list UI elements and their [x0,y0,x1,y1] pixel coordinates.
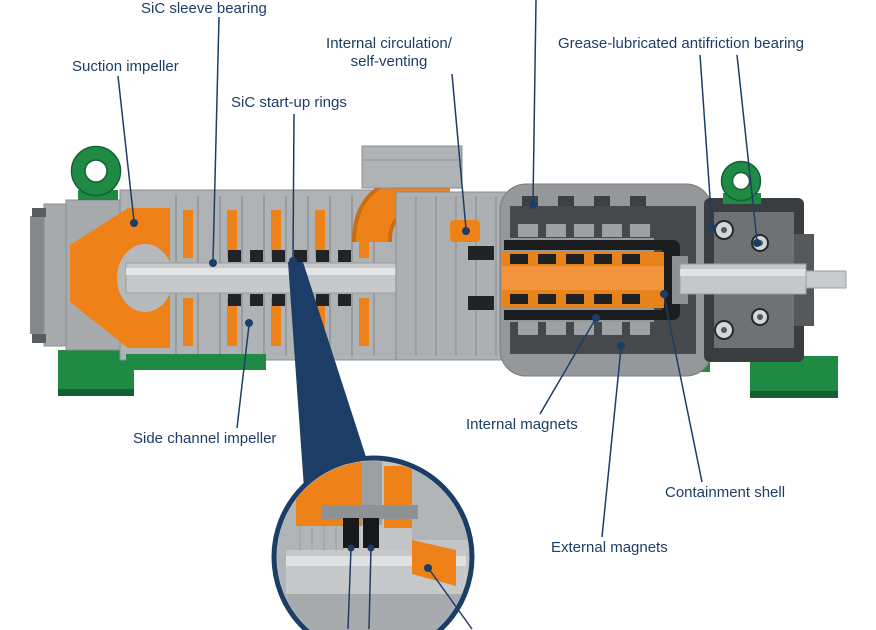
dot-internal-magnets [592,314,600,322]
internal-magnets-region [502,252,664,308]
dot-containment-shell [660,290,668,298]
leader-internal-circulation [451,73,467,230]
dot-inset-ring-2 [367,544,375,552]
label-internal-circulation: Internal circulation/ self-venting [303,35,475,71]
leader-grease-bearing-1 [699,54,713,227]
dot-suction-impeller [130,219,138,227]
leader-inset-3 [428,568,473,630]
lifting-eye-right [720,160,762,204]
leader-inset-1 [347,547,352,630]
leader-sic-startup-rings [292,113,295,260]
intermediate-casing [395,191,509,361]
coupling-housing [499,183,713,377]
base-rib-left [126,354,266,370]
dot-grease-bearing-1 [708,224,716,232]
label-internal-circulation-line1: Internal circulation/ [326,35,452,52]
label-grease-bearing: Grease-lubricated antifriction bearing [558,35,804,52]
label-internal-circulation-line2: self-venting [350,53,428,70]
lifting-eye-left [70,145,122,200]
dot-internal-circulation [462,227,470,235]
leader-external-magnets [601,347,622,538]
label-containment-shell: Containment shell [665,484,786,501]
leader-suction-impeller [117,75,135,222]
dot-grease-bearing-2 [753,239,761,247]
leader-sic-sleeve-bearing [212,16,220,262]
leader-dots [130,201,761,572]
leader-side-channel-impeller [236,324,250,429]
leader-lines [117,0,758,630]
dot-side-channel-impeller [245,319,253,327]
leader-cropped-top [532,0,537,204]
label-side-channel-impeller: Side channel impeller [133,430,277,447]
dot-inset-ring-1 [347,544,355,552]
zoom-wedge [288,262,367,488]
leader-internal-magnets [539,317,597,415]
startup-rings-region [228,250,351,306]
label-sic-sleeve-bearing: SiC sleeve bearing [141,0,267,17]
label-suction-impeller: Suction impeller [72,58,179,75]
dot-cropped-top [529,201,537,209]
dot-sic-sleeve-bearing [209,259,217,267]
drive-shaft [672,256,847,304]
discharge-flange [361,145,463,189]
base-foot-right [750,356,838,398]
label-internal-magnets: Internal magnets [466,416,578,433]
dot-sic-startup-rings [289,257,297,265]
leader-grease-bearing-2 [736,54,758,242]
label-sic-startup-rings: SiC start-up rings [231,94,347,111]
inset-startup-ring-1 [343,518,359,548]
inset-startup-ring-2 [363,518,379,548]
dot-external-magnets [617,342,625,350]
label-external-magnets: External magnets [551,539,668,556]
leader-containment-shell [663,295,703,483]
dot-inset-3 [424,564,432,572]
leader-inset-2 [368,547,372,630]
